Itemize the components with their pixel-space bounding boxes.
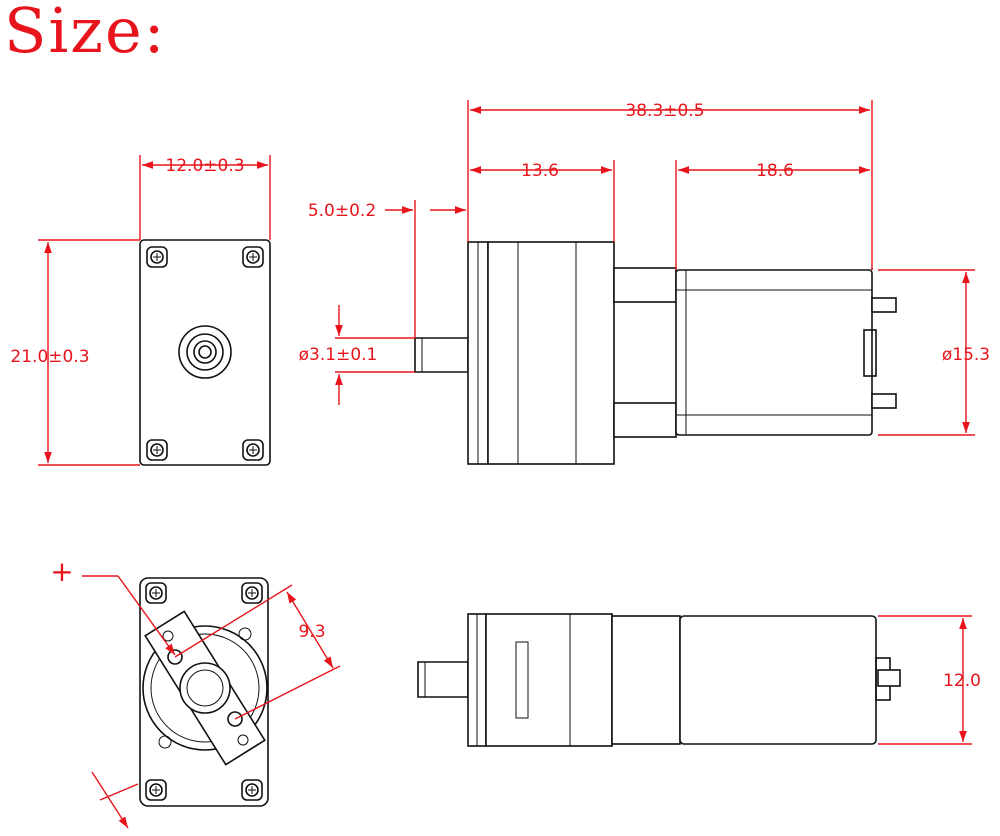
gearbox-body xyxy=(487,241,615,465)
motor-body xyxy=(675,269,873,436)
rear-housing xyxy=(139,577,269,807)
output-shaft xyxy=(414,337,469,373)
dim-total-length: 38.3±0.5 xyxy=(467,100,873,270)
label-shaft-length: 5.0±0.2 xyxy=(308,201,376,221)
label-front-height: 21.0±0.3 xyxy=(10,347,89,367)
front-housing xyxy=(139,239,271,466)
dim-motor-diameter: ø15.3 xyxy=(878,269,990,436)
label-total-length: 38.3±0.5 xyxy=(625,101,704,121)
terminal-bottom xyxy=(871,393,897,409)
label-gearbox-length: 13.6 xyxy=(521,161,559,181)
label-front-width: 12.0±0.3 xyxy=(165,156,244,176)
dim-shaft-length: 5.0±0.2 xyxy=(308,200,466,338)
rear-view xyxy=(139,577,269,807)
top-view xyxy=(417,613,901,747)
label-shaft-diameter: ø3.1±0.1 xyxy=(299,345,378,365)
terminal-top xyxy=(871,297,897,313)
label-motor-length: 18.6 xyxy=(756,161,794,181)
top-motor xyxy=(679,615,877,745)
top-gearbox xyxy=(485,613,613,747)
dim-top-height: 12.0 xyxy=(878,615,981,745)
page-title: Size: xyxy=(4,0,167,67)
dim-gearbox-length: 13.6 xyxy=(470,160,615,242)
output-shaft-circle xyxy=(178,325,232,379)
top-terminal xyxy=(877,669,901,687)
front-view xyxy=(139,239,271,466)
label-hole-spacing: 9.3 xyxy=(298,622,325,642)
side-view xyxy=(414,241,897,465)
dim-front-height: 21.0±0.3 xyxy=(10,239,140,466)
polarity-marker: + xyxy=(50,555,176,656)
label-top-height: 12.0 xyxy=(943,671,981,691)
plus-sign: + xyxy=(50,555,73,588)
dim-shaft-diameter: ø3.1±0.1 xyxy=(299,305,415,405)
dim-front-width: 12.0±0.3 xyxy=(139,155,271,240)
dim-hole-spacing: 9.3 xyxy=(91,584,341,829)
dim-motor-length: 18.6 xyxy=(675,160,870,270)
label-motor-diameter: ø15.3 xyxy=(942,345,990,365)
